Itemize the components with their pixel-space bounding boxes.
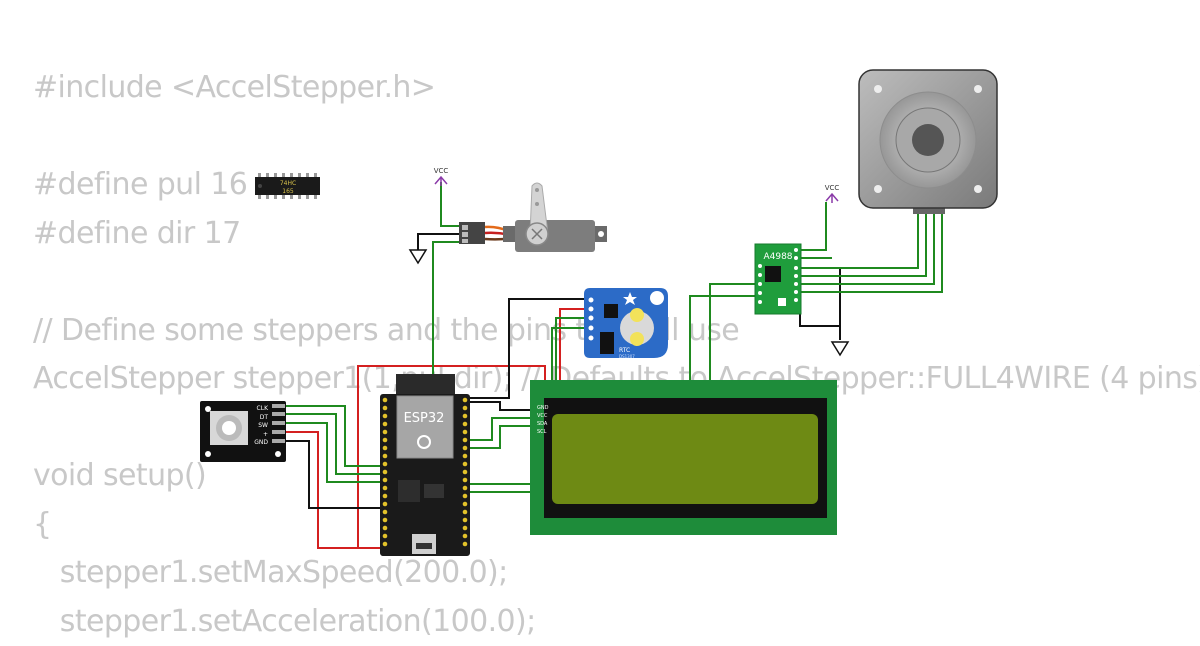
esp32-pin (383, 510, 388, 515)
a4988-driver[interactable]: A4988 (755, 244, 801, 314)
wire-encoder-vcc (285, 432, 383, 548)
ic-74hc165[interactable]: 74HC 165 (255, 173, 320, 199)
esp32-pin (383, 518, 388, 523)
esp32-pin (463, 406, 468, 411)
esp32-pin (383, 478, 388, 483)
encoder-pin-gnd: GND (254, 439, 268, 446)
esp32-pin (383, 446, 388, 451)
wire-driver-gnd (800, 278, 840, 326)
ground-symbol-driver (832, 342, 848, 355)
esp32-pin (463, 470, 468, 475)
wire-lcd-gnd (468, 402, 535, 410)
esp32-pin (463, 526, 468, 531)
wire-lcd-sda (468, 418, 535, 440)
servo-motor[interactable] (459, 183, 607, 252)
rotary-encoder[interactable]: CLK DT SW + GND (200, 401, 286, 462)
esp32-pin (383, 422, 388, 427)
rtc-module[interactable]: RTC DS1307 (584, 288, 668, 359)
esp32-pin (463, 518, 468, 523)
esp32-pin (383, 470, 388, 475)
lcd-pin-gnd: GND (537, 405, 549, 411)
lcd-pin-scl: SCL (537, 429, 547, 435)
stepper-motor[interactable] (859, 70, 997, 214)
esp32-board[interactable]: ESP32 (380, 374, 470, 556)
esp32-pin (383, 438, 388, 443)
ground-symbol-servo (410, 250, 426, 263)
ic-label-line2: 165 (282, 188, 294, 195)
esp32-pin (463, 494, 468, 499)
esp32-pin (463, 446, 468, 451)
rtc-sub-label: DS1307 (619, 354, 635, 359)
encoder-pin-clk: CLK (257, 405, 270, 412)
wire-lcd-scl (468, 426, 535, 448)
esp32-pin (463, 510, 468, 515)
esp32-pin (463, 502, 468, 507)
driver-label: A4988 (763, 252, 792, 262)
ic-label-line1: 74HC (280, 180, 296, 187)
esp32-pin (383, 502, 388, 507)
encoder-pin-sw: SW (258, 422, 268, 429)
rtc-label: RTC (619, 347, 630, 354)
esp32-pin (383, 542, 388, 547)
esp32-pin (463, 454, 468, 459)
vcc-symbol-servo: VCC (434, 167, 449, 186)
wire-driver-gnd-right (800, 268, 840, 340)
lcd-display[interactable]: GND VCC SDA SCL (530, 380, 837, 535)
wire-servo-vcc (441, 182, 460, 226)
encoder-pin-dt: DT (260, 414, 269, 421)
esp32-pin (463, 542, 468, 547)
esp32-pin (383, 534, 388, 539)
esp32-label: ESP32 (404, 411, 445, 426)
esp32-pin (463, 486, 468, 491)
lcd-pin-vcc: VCC (537, 413, 548, 419)
circuit-diagram: 74HC 165 VCC VCC (0, 0, 1200, 630)
vcc-label: VCC (825, 184, 840, 192)
esp32-pin (383, 430, 388, 435)
esp32-pin (463, 478, 468, 483)
esp32-pin (463, 462, 468, 467)
esp32-pin (463, 534, 468, 539)
vcc-label: VCC (434, 167, 449, 175)
esp32-pin (383, 494, 388, 499)
esp32-pin (383, 462, 388, 467)
esp32-pin (463, 398, 468, 403)
esp32-pin (383, 406, 388, 411)
esp32-pin (383, 454, 388, 459)
wire-motor-b1 (800, 208, 926, 276)
wire-motor-a2 (800, 208, 934, 284)
esp32-pin (463, 430, 468, 435)
esp32-pin (383, 398, 388, 403)
esp32-pin (383, 526, 388, 531)
esp32-pin (383, 486, 388, 491)
esp32-pin (463, 438, 468, 443)
vcc-symbol-driver: VCC (825, 184, 840, 203)
esp32-pin (463, 422, 468, 427)
lcd-pin-sda: SDA (537, 421, 548, 427)
esp32-pin (463, 414, 468, 419)
esp32-pin (383, 414, 388, 419)
encoder-pin-vcc: + (263, 431, 268, 438)
wire-driver-vcc (800, 202, 826, 250)
